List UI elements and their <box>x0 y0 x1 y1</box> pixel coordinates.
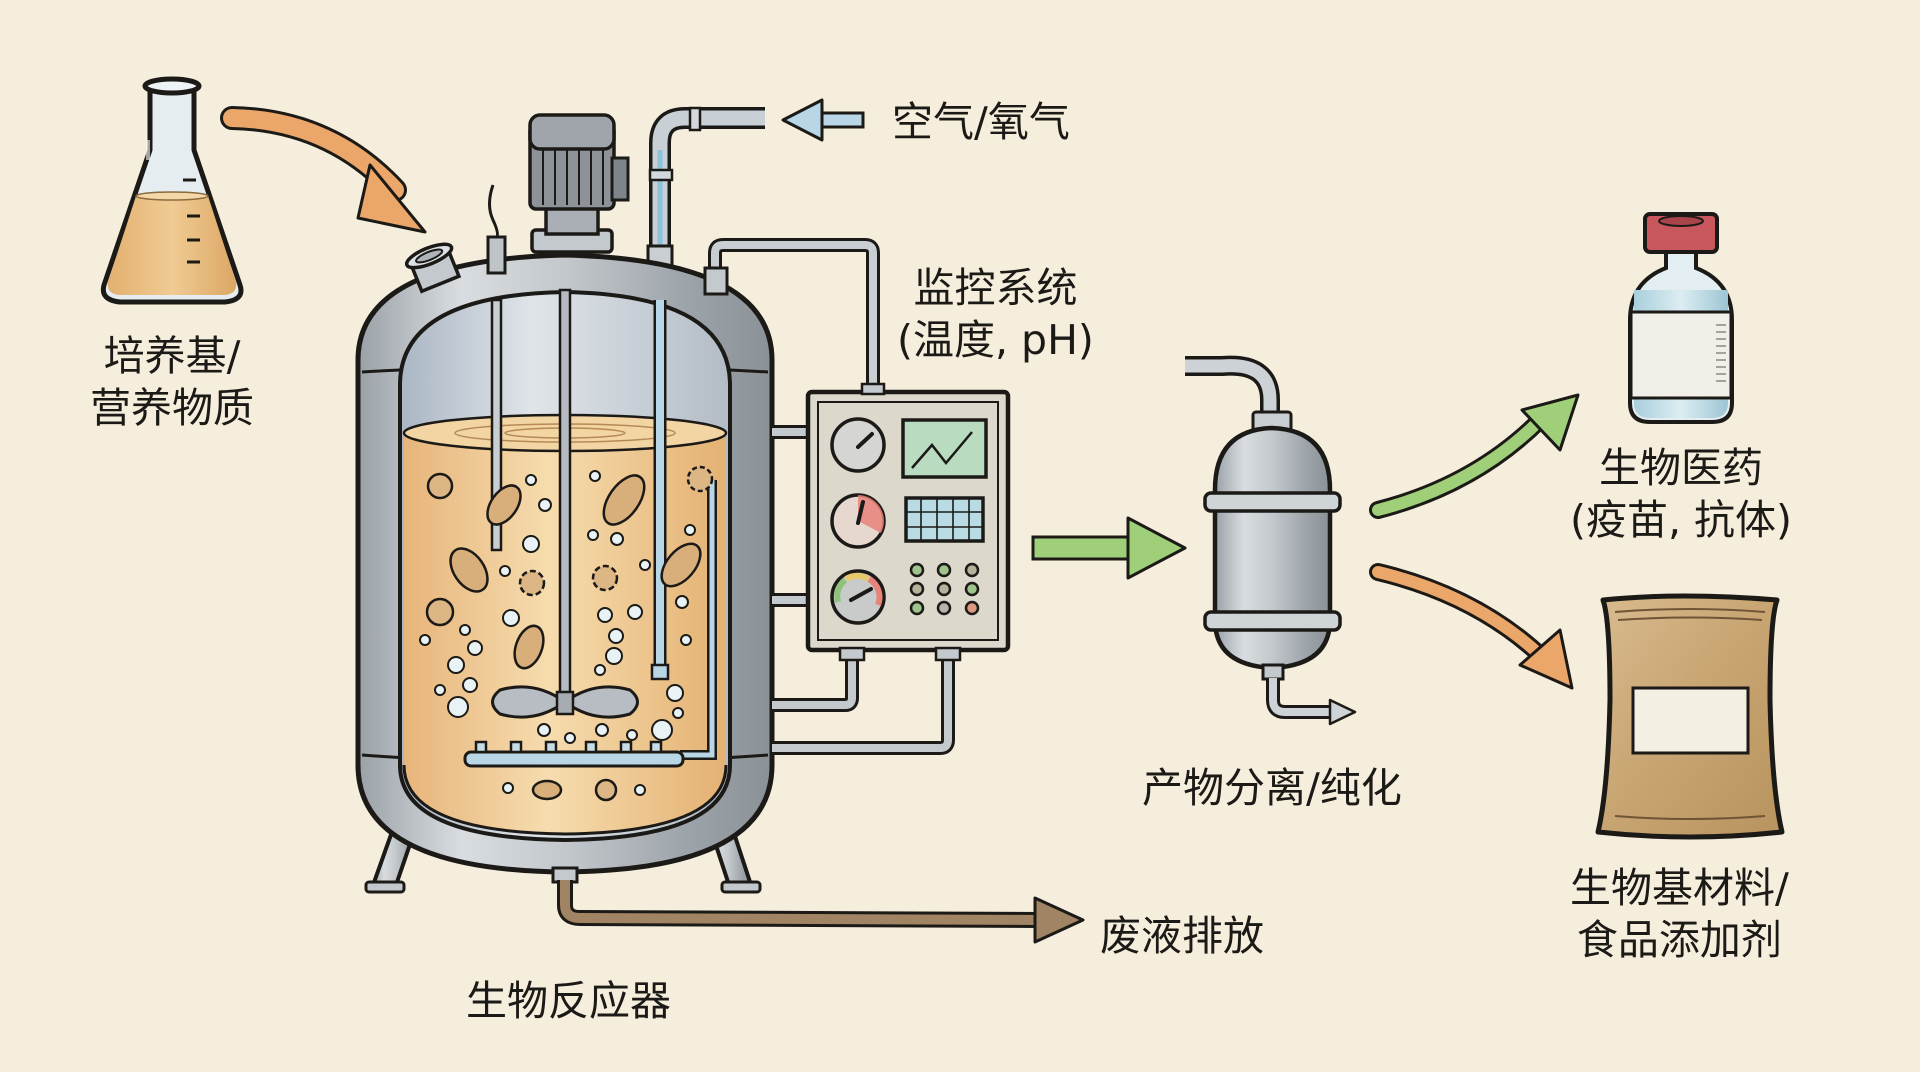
medium-label: 培养基/ 营养物质 <box>90 330 254 435</box>
cells <box>425 465 714 802</box>
materials-arrow-icon <box>1369 563 1574 690</box>
grid-screen-icon <box>904 496 985 543</box>
trend-screen-icon <box>901 418 988 479</box>
separation-label: 产物分离/纯化 <box>1142 764 1402 812</box>
medium-label-line2: 营养物质 <box>90 384 254 433</box>
medium-label-line1: 培养基/ <box>103 332 241 380</box>
materials-label: 生物基材料/ 食品添加剂 <box>1570 862 1789 967</box>
bubbles <box>419 470 696 796</box>
flow-arrow-icon <box>1031 516 1187 580</box>
air-label: 空气/氧气 <box>892 98 1070 146</box>
gauge-icon <box>830 417 886 473</box>
panel-buttons <box>909 562 980 616</box>
air-pipe <box>646 106 765 274</box>
waste-arrow-icon <box>557 880 1085 944</box>
monitor-label-line2: (温度, pH) <box>897 316 1094 365</box>
impeller-icon <box>491 685 639 719</box>
sensor-probe-icon <box>486 184 507 275</box>
sack-icon <box>1595 593 1785 840</box>
feed-arrow-icon <box>220 106 427 234</box>
inlet-port-icon <box>404 242 462 294</box>
monitor-label: 监控系统 (温度, pH) <box>897 262 1094 367</box>
air-inlet-arrow-icon <box>781 98 865 142</box>
motor-icon <box>528 113 630 254</box>
pharma-label: 生物医药 (疫苗, 抗体) <box>1570 442 1792 547</box>
reactor-label: 生物反应器 <box>466 977 671 1025</box>
pharma-label-line1: 生物医药 <box>1599 444 1764 492</box>
pharma-arrow-icon <box>1369 393 1580 519</box>
pharma-label-line2: (疫苗, 抗体) <box>1570 496 1793 545</box>
waste-label: 废液排放 <box>1100 912 1264 960</box>
monitor-label-line1: 监控系统 <box>913 264 1078 312</box>
bioreactor-tank-icon <box>355 113 880 894</box>
materials-label-line2: 食品添加剂 <box>1576 916 1782 965</box>
separation-column-icon <box>1185 355 1357 726</box>
materials-label-line1: 生物基材料/ <box>1570 864 1789 912</box>
control-panel-icon <box>772 382 1011 755</box>
ph-gauge-icon <box>830 569 886 625</box>
erlenmeyer-flask-icon <box>100 76 244 305</box>
temperature-gauge-icon <box>830 493 886 549</box>
vial-icon <box>1628 212 1734 424</box>
